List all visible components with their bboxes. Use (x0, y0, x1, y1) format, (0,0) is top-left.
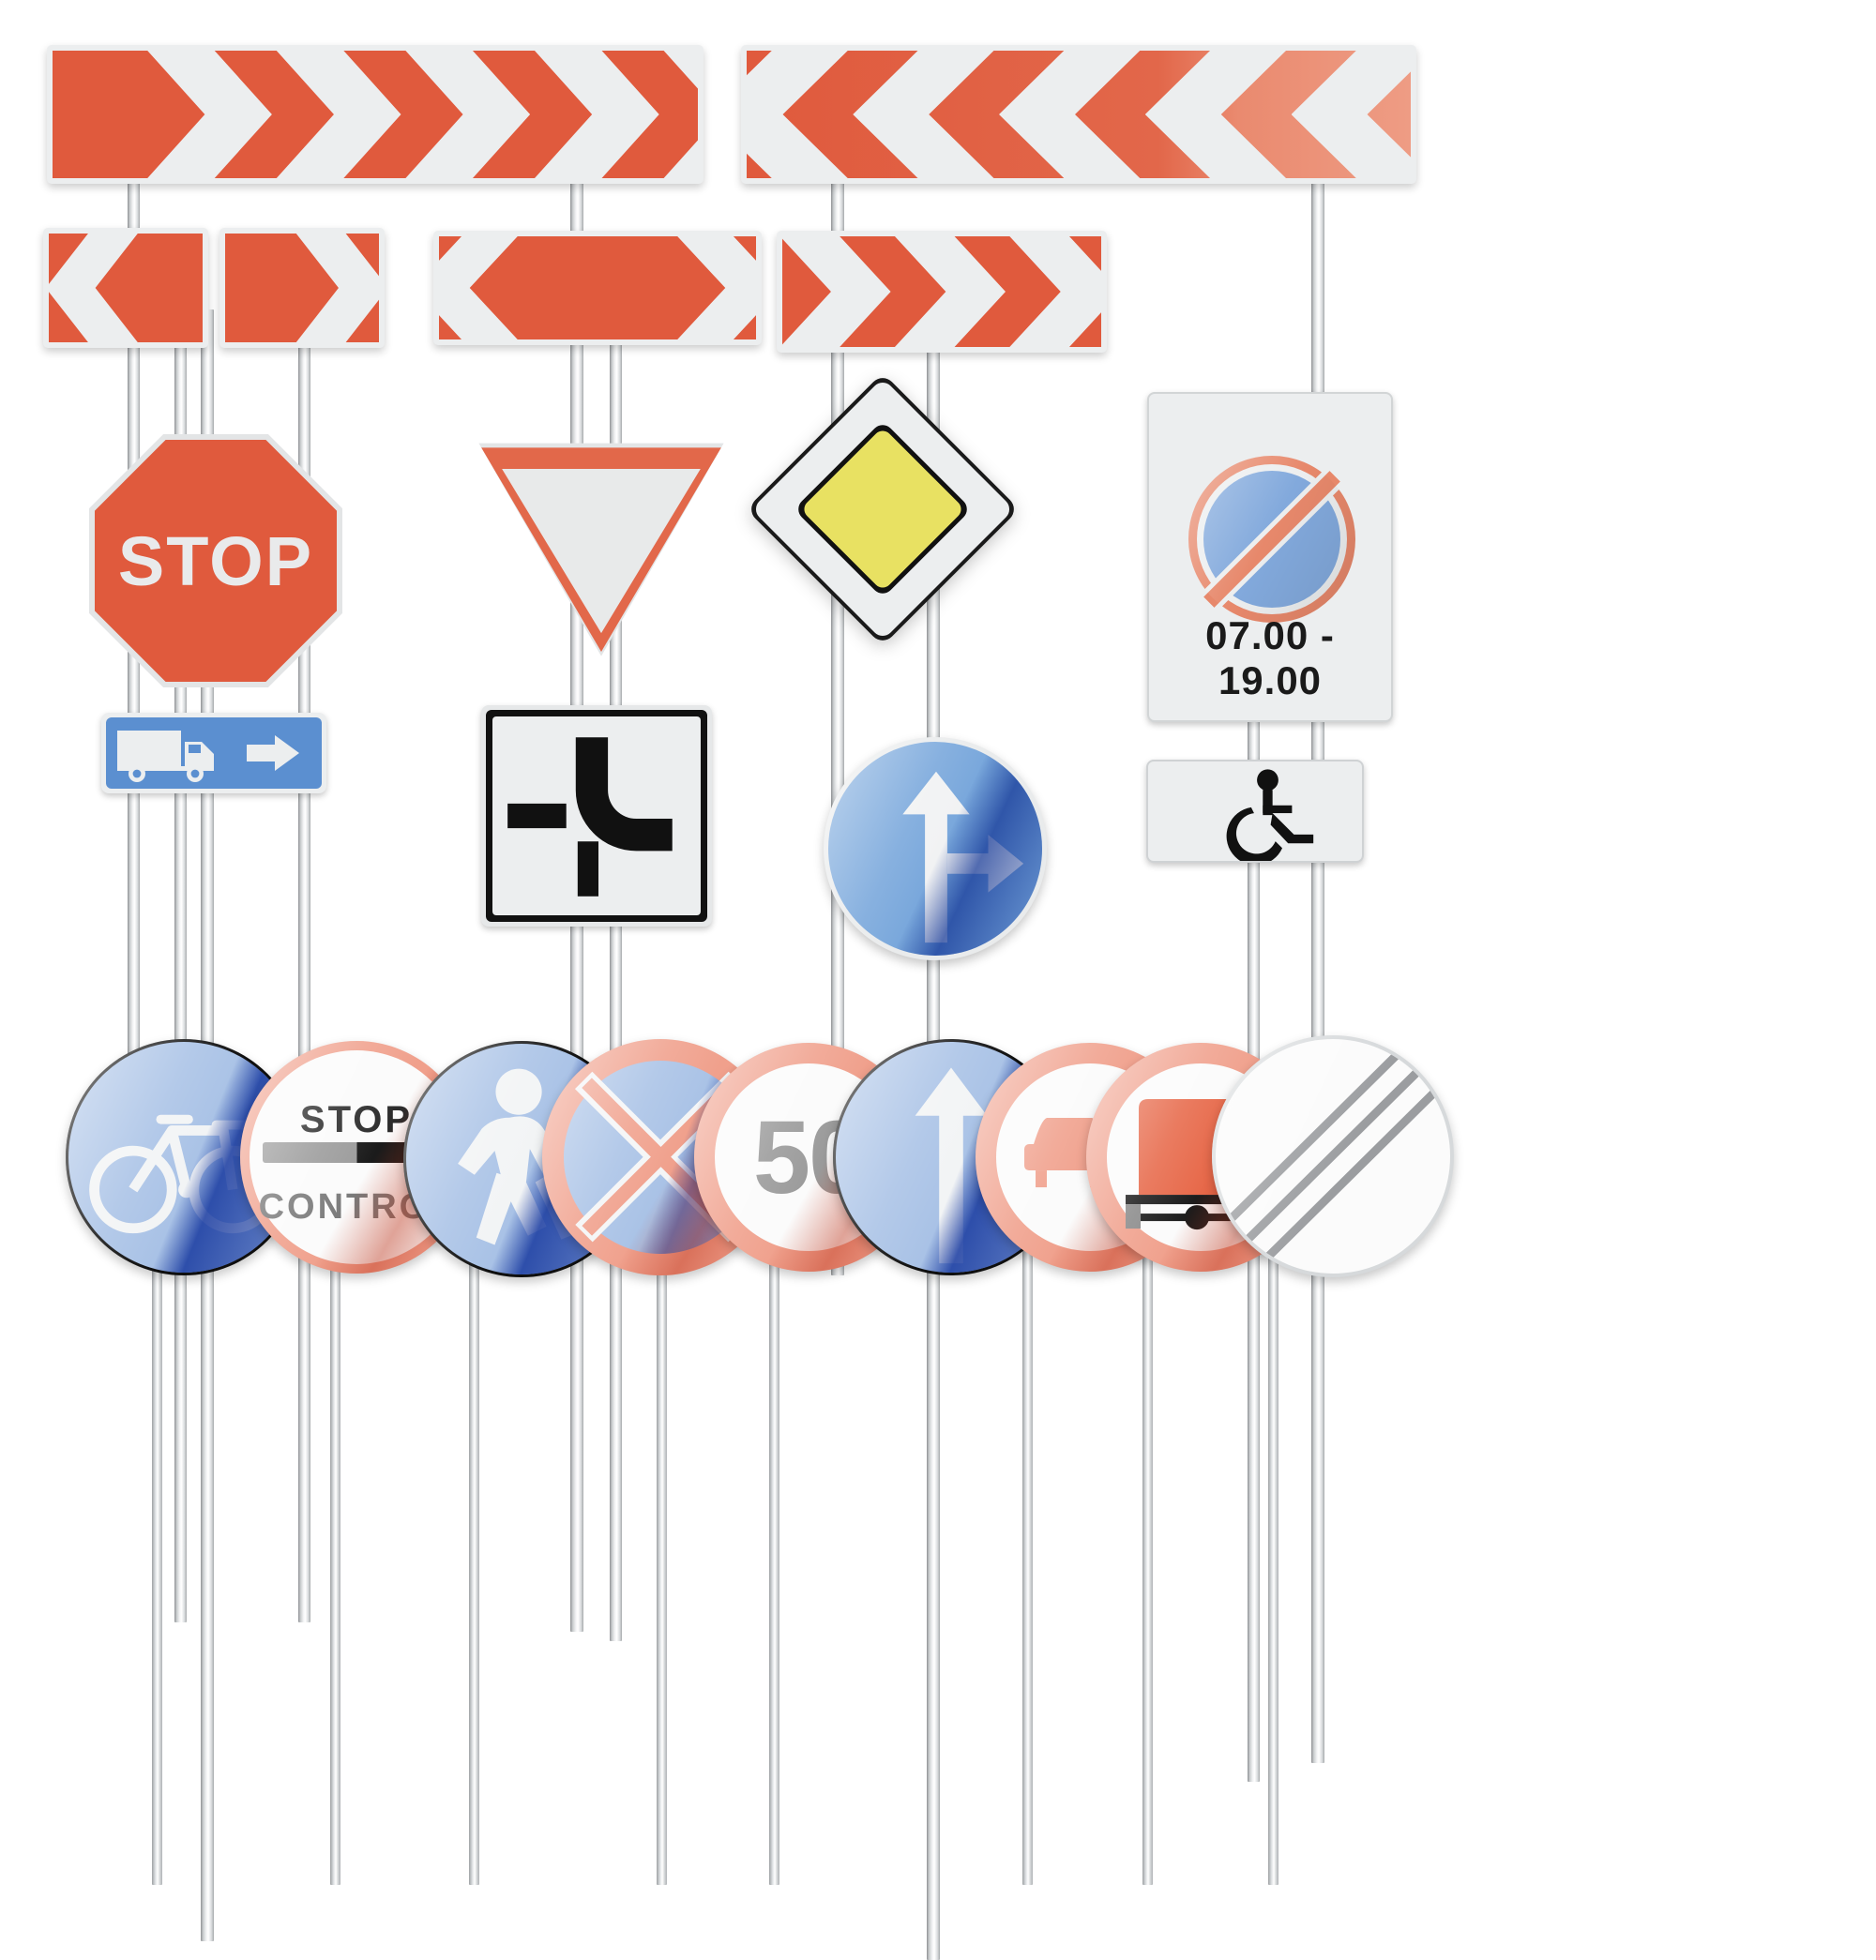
chevron-stripe (293, 234, 379, 342)
chevron-board-bidirectional[interactable] (433, 231, 762, 345)
chevron-stripe (890, 236, 1006, 347)
chevron-board-face (777, 231, 1107, 353)
pole-bottom-6 (1022, 1219, 1033, 1885)
yield-sign[interactable] (474, 439, 729, 658)
priority-road-curve-sign[interactable] (481, 705, 712, 927)
priority-road-bend-icon (507, 737, 673, 897)
chevron-field (747, 51, 1411, 178)
chevron-board-face (47, 45, 704, 184)
pole-bottom-1 (152, 1210, 162, 1885)
end-of-all-restrictions-sign[interactable] (1212, 1035, 1454, 1277)
chevron-stripe-left (439, 236, 522, 339)
chevron-board-left-wide[interactable] (741, 45, 1416, 184)
stop-sign-label: STOP (117, 521, 314, 600)
chevron-field (225, 234, 379, 342)
stop-sign-face (95, 440, 337, 682)
stop-sign[interactable]: STOP (89, 434, 342, 687)
chevron-stripe (999, 51, 1145, 178)
chevron-board-face (741, 45, 1416, 184)
diagonal-stripes-icon (1228, 1048, 1438, 1263)
straight-or-right-face (828, 742, 1042, 956)
chevron-stripe (530, 51, 659, 178)
end-restrictions-face (1216, 1039, 1450, 1274)
chevron-stripe (747, 51, 854, 178)
pole-yield-b (610, 309, 622, 1641)
chevron-board-right-small[interactable] (219, 228, 385, 348)
priority-road-curve-plate (481, 705, 712, 927)
chevron-stripe (271, 51, 401, 178)
pole-bottom-8 (1268, 1219, 1278, 1885)
chevron-stripe (1291, 51, 1411, 178)
straight-or-right-turn-sign[interactable] (824, 737, 1047, 960)
chevron-board-right-wide[interactable] (47, 45, 704, 184)
yield-sign-face (501, 468, 702, 634)
chevron-stripe (853, 51, 1000, 178)
arrow-right-icon (247, 735, 299, 771)
no-parking-time-label: 07.00 - 19.00 (1205, 613, 1335, 702)
disabled-parking-sign[interactable] (1146, 760, 1364, 863)
chevron-field (49, 234, 203, 342)
pole-bottom-4 (657, 1219, 667, 1885)
chevron-field (782, 236, 1101, 347)
arrow-straight-right-icon (902, 771, 1024, 943)
chevron-field (439, 236, 756, 339)
chevron-board-face (219, 228, 385, 348)
no-parking-plate: 07.00 - 19.00 (1147, 392, 1393, 722)
priority-road-diamond (746, 372, 1020, 646)
chevron-stripe (1144, 51, 1292, 178)
chevron-stripe (401, 51, 531, 178)
no-parking-icon (1188, 456, 1355, 623)
chevron-board-left-small[interactable] (43, 228, 208, 348)
chevron-stripe (143, 51, 272, 178)
chevron-stripe (1006, 236, 1101, 347)
wheelchair-icon (1226, 769, 1314, 861)
pole-bottom-7 (1142, 1219, 1153, 1885)
pole-bottom-2 (330, 1219, 340, 1885)
chevron-board-face (43, 228, 208, 348)
chevron-stripe (782, 236, 891, 347)
pole-bottom-3 (469, 1219, 479, 1885)
chevron-stripe-right (673, 236, 756, 339)
chevron-board-face (433, 231, 762, 345)
disabled-parking-plate (1146, 760, 1364, 863)
truck-route-sign[interactable] (101, 713, 326, 793)
chevron-field (53, 51, 698, 178)
chevron-board-right-medium[interactable] (777, 231, 1107, 353)
no-parking-timed-sign[interactable]: 07.00 - 19.00 (1147, 392, 1393, 722)
chevron-stripe (49, 234, 142, 342)
road-sign-scene: STOP (43, 45, 1454, 1960)
chevron-stripe (658, 51, 698, 178)
truck-route-sign-plate (101, 713, 326, 793)
pole-bottom-5 (769, 1219, 779, 1885)
truck-icon (117, 731, 299, 782)
priority-road-sign[interactable] (746, 372, 1020, 646)
